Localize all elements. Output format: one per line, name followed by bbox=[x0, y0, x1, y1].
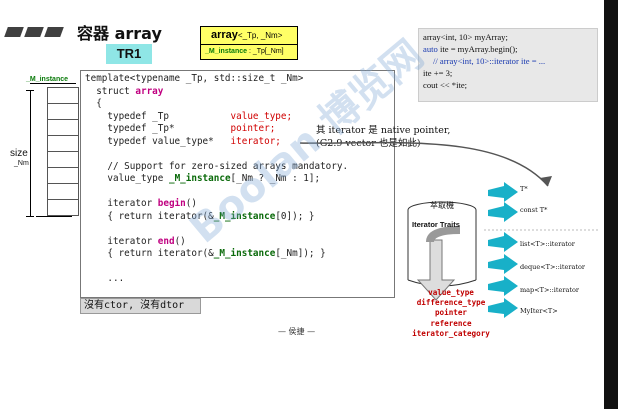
snippet-line-4: ite += 3; bbox=[423, 67, 597, 79]
output-pointer: pointer bbox=[406, 308, 496, 318]
output-iterator-category: iterator_category bbox=[406, 329, 496, 339]
usage-snippet: array<int, 10> myArray; auto ite = myArr… bbox=[418, 28, 598, 102]
input-t-ptr: T* bbox=[520, 185, 528, 193]
snippet-line-5: cout << *ite; bbox=[423, 79, 597, 91]
slide: 容器 array TR1 array<_Tp, _Nm> _M_instance… bbox=[0, 0, 604, 409]
snippet-line-1: array<int, 10> myArray; bbox=[423, 31, 597, 43]
input-deque-iter: deque<T>::iterator bbox=[520, 263, 585, 271]
right-border bbox=[604, 0, 618, 409]
snippet-line-2: auto ite = myArray.begin(); bbox=[423, 43, 597, 55]
input-myiter: MyIter<T> bbox=[520, 307, 558, 315]
input-const-t-ptr: const T* bbox=[520, 206, 547, 214]
output-difference-type: difference_type bbox=[406, 298, 496, 308]
output-value-type: value_type bbox=[406, 288, 496, 298]
traits-outputs: value_type difference_type pointer refer… bbox=[406, 288, 496, 339]
snippet-line-3: // array<int, 10>::iterator ite = ... bbox=[423, 55, 597, 67]
ctor-note: 沒有ctor, 沒有dtor bbox=[80, 298, 201, 314]
output-reference: reference bbox=[406, 319, 496, 329]
iterator-traits-label: Iterator Traits bbox=[412, 220, 460, 229]
input-map-iter: map<T>::iterator bbox=[520, 286, 579, 294]
input-list-iter: list<T>::iterator bbox=[520, 240, 575, 248]
author-credit: — 侯捷 — bbox=[278, 326, 315, 337]
extractor-label: 萃取機 bbox=[430, 200, 454, 211]
